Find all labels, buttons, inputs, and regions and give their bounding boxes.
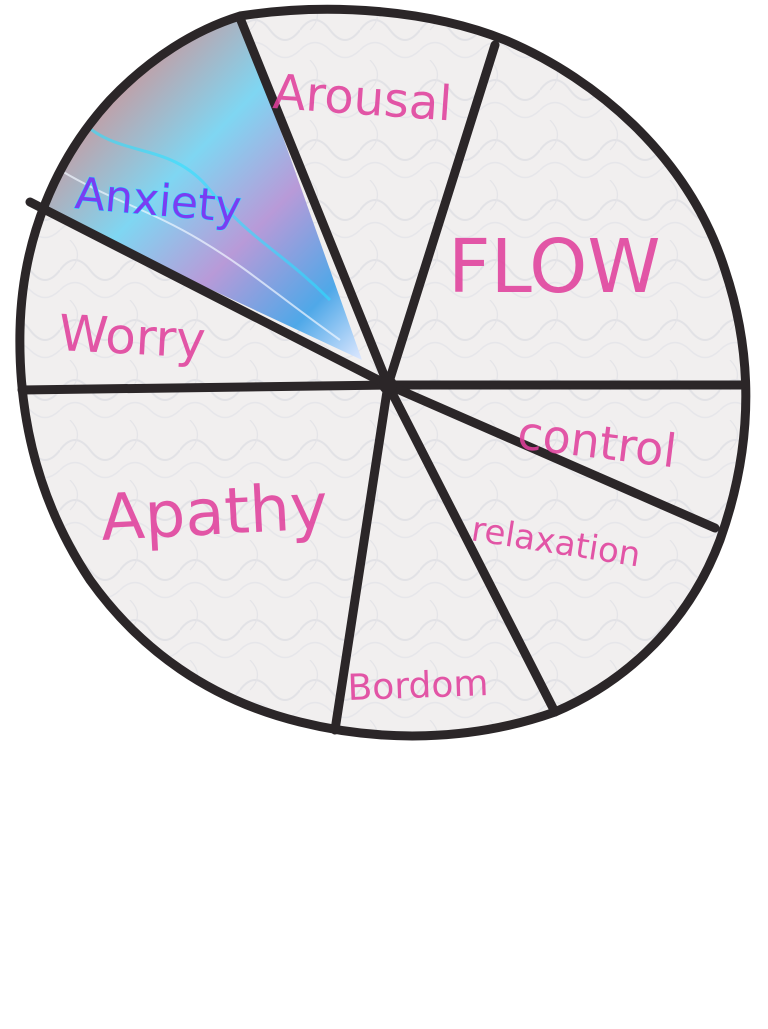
segment-label-worry: Worry (57, 304, 207, 370)
wheel-center (379, 376, 397, 394)
segment-dividers (17, 13, 747, 735)
divider-worry-anxiety (25, 197, 393, 390)
divider-apathy-worry (17, 380, 393, 395)
divider-control-relaxation (383, 380, 720, 533)
segment-label-flow: FLOW (448, 224, 661, 310)
divider-arousal-flow (383, 40, 500, 390)
divider-anxiety-arousal (235, 13, 393, 390)
segment-label-apathy: Apathy (99, 470, 330, 556)
segment-label-arousal: Arousal (271, 64, 454, 132)
segment-label-bordom: Bordom (347, 663, 489, 709)
wheel-outline (15, 4, 751, 741)
divider-relaxation-bordom (383, 380, 560, 717)
divider-bordom-apathy (330, 380, 393, 735)
